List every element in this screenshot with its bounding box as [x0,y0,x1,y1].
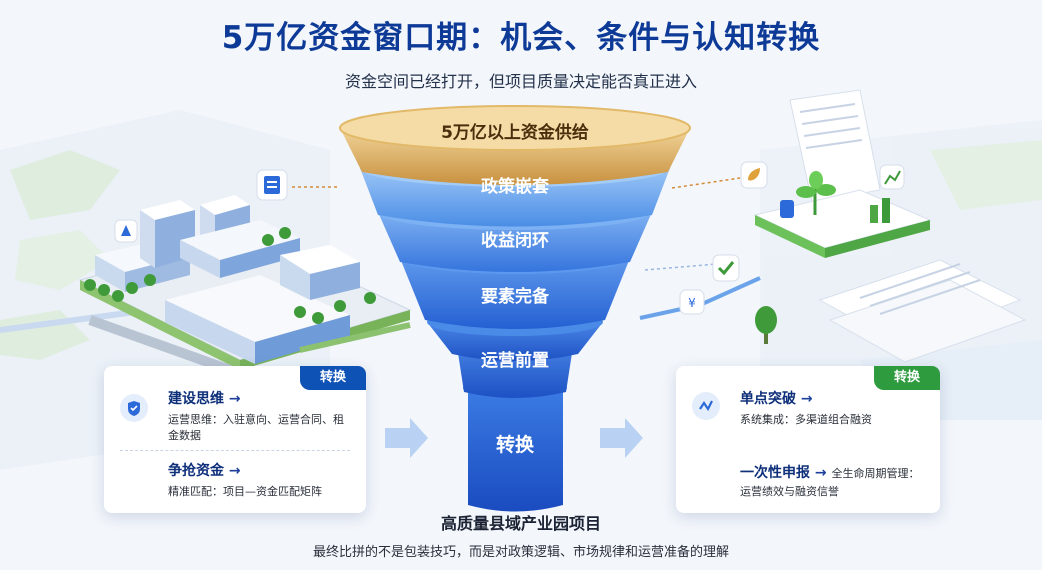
industrial-park-illustration [78,195,412,375]
funnel-layer-label: 运营前置 [481,351,549,371]
funnel-layer-label: 政策嵌套 [481,177,549,197]
pin-icon [114,219,138,243]
card-item-desc: 运营思维：入驻意向、运营合同、租金数据 [168,413,344,442]
page-title: 5万亿资金窗口期：机会、条件与认知转换 [221,20,821,56]
document-icon [256,169,288,201]
card-item-desc: 运营绩效与融资信誉 [740,485,839,498]
card-item-title: 建设思维 → [168,391,241,407]
funnel [339,105,691,512]
right-flow-arrow [600,418,643,458]
leaf-icon [740,161,768,189]
card-item-desc: 系统集成：多渠道组合融资 [740,413,872,426]
project-caption: 高质量县域产业园项目 [440,514,601,533]
chart-icon [879,164,905,190]
funnel-layer-label: 要素完备 [481,287,549,307]
card-tag: 转换 [874,366,940,390]
svg-text:¥: ¥ [688,296,696,310]
documents-illustration [639,89,1027,363]
funnel-spout-label: 转换 [495,434,534,456]
left-transformation-card: 转换 建设思维 → 运营思维：入驻意向、运营合同、租金数据 争抢资金 → 精准匹… [104,366,366,513]
page-subtitle: 资金空间已经打开，但项目质量决定能否真正进入 [344,72,697,91]
currency-icon: ¥ [679,289,705,315]
check-icon [712,254,740,282]
right-transformation-card: 转换 单点突破 → 系统集成：多渠道组合融资 一次性申报 → 全生命周期管理： … [676,366,940,513]
card-item-title: 一次性申报 → 全生命周期管理： [740,465,920,481]
card-item-desc: 精准匹配：项目—资金匹配矩阵 [168,485,322,498]
shield-icon [120,394,148,422]
funnel-layer-label: 收益闭环 [481,231,549,251]
card-item-title: 单点突破 → [740,391,813,407]
card-divider [120,450,350,451]
card-item-title: 争抢资金 → [168,463,241,479]
footer-note: 最终比拼的不是包装技巧，而是对政策逻辑、市场规律和运营准备的理解 [312,545,729,560]
card-tag: 转换 [300,366,366,390]
funnel-layer-label: 5万亿以上资金供给 [441,123,589,143]
left-flow-arrow [385,418,428,458]
trend-icon [692,392,720,420]
